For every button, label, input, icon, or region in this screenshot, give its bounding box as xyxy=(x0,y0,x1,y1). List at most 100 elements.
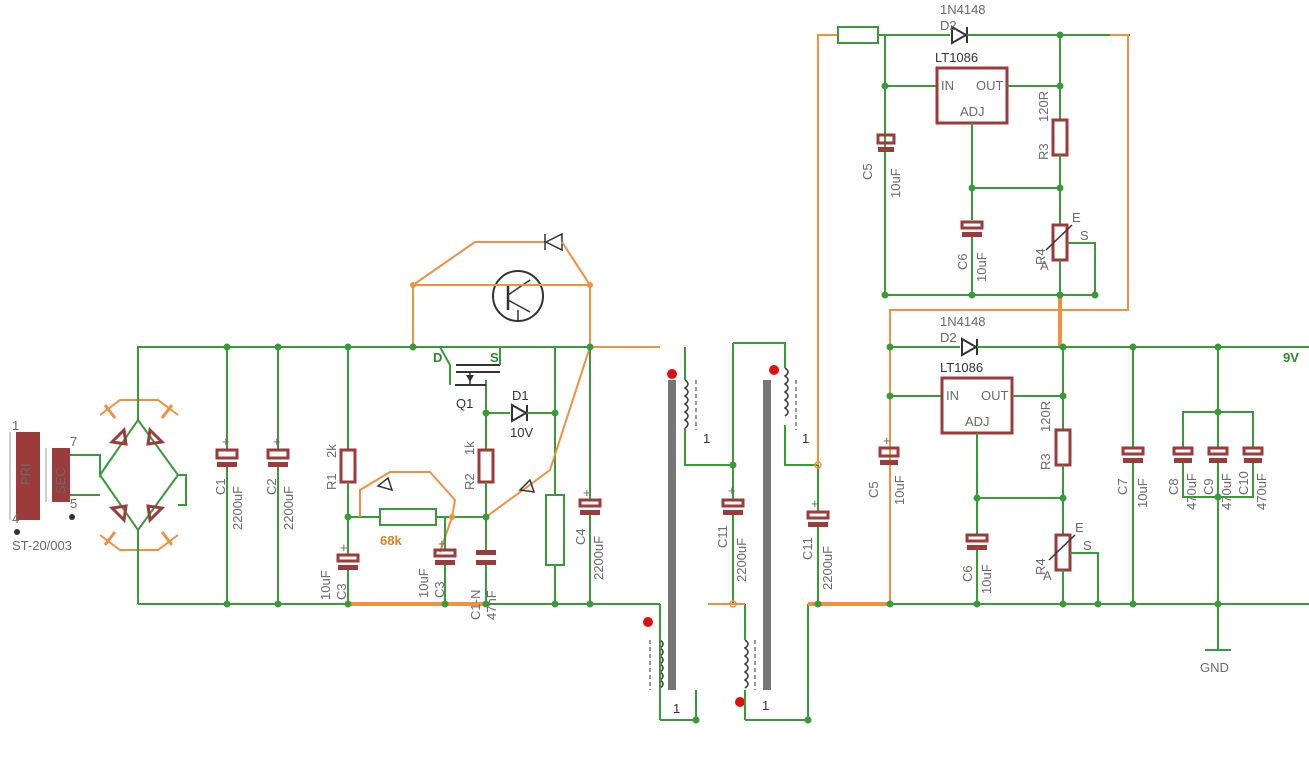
transformer-sec-label: SEC xyxy=(53,467,68,494)
c5top-name: C5 xyxy=(860,163,875,180)
c2-name: C2 xyxy=(264,478,279,495)
c11a-value: 2200uF xyxy=(734,538,749,582)
svg-text:+: + xyxy=(728,483,736,498)
reg-top-adj: ADJ xyxy=(960,104,985,119)
r3bot-value: 120R xyxy=(1038,401,1053,432)
c3a-value: 10uF xyxy=(318,570,333,600)
coil-pin-1a: 1 xyxy=(703,431,710,446)
capacitor-c2: + C2 2200uF xyxy=(264,347,296,604)
c1n-name: C1-N xyxy=(468,590,483,620)
r2-name: R2 xyxy=(462,473,477,490)
transformer-pin-7: 7 xyxy=(70,434,77,449)
c9-value: 470uF xyxy=(1219,473,1234,510)
r4bot-e: E xyxy=(1075,520,1084,535)
ground-symbol: GND xyxy=(1200,640,1231,675)
c4-name: C4 xyxy=(573,528,588,545)
coil-pin-1c: 1 xyxy=(802,431,809,446)
d2bot-value: 1N4148 xyxy=(940,314,986,329)
r4bot-s: S xyxy=(1083,538,1092,553)
d1-value: 10V xyxy=(510,425,533,440)
r3bot-name: R3 xyxy=(1038,453,1053,470)
c6top-name: C6 xyxy=(955,253,970,270)
svg-text:+: + xyxy=(583,485,591,500)
r2-value: 1k xyxy=(462,441,477,455)
reg-top-in: IN xyxy=(941,78,954,93)
capacitor-c3-right: + 10uF C3 xyxy=(416,517,457,604)
c5bot-name: C5 xyxy=(866,481,881,498)
gnd-label: GND xyxy=(1200,660,1229,675)
transformer-pin-4: 4 xyxy=(12,511,19,526)
svg-text:+: + xyxy=(883,433,891,448)
c7-name: C7 xyxy=(1115,478,1130,495)
capacitor-c11-right: + C11 2200uF xyxy=(800,465,835,604)
c2-value: 2200uF xyxy=(281,486,296,530)
q1-name: Q1 xyxy=(456,396,473,411)
c3b-value: 10uF xyxy=(416,568,431,598)
c9-name: C9 xyxy=(1201,478,1216,495)
output-voltage-label: 9V xyxy=(1283,350,1299,365)
c3b-name: C3 xyxy=(432,581,447,598)
regulator-bottom-block: 1N4148 D2 IN OUT ADJ LT1086 + C5 10uF R3… xyxy=(866,309,1309,605)
c4-value: 2200uF xyxy=(591,536,606,580)
r68k-value: 68k xyxy=(380,533,402,548)
c6top-value: 10uF xyxy=(974,252,989,282)
capacitor-bank-c8-c10: C8 470uF C9 470uF C10 470uF xyxy=(1166,347,1269,640)
d2top-name: D2 xyxy=(940,18,957,33)
coil-pin-1b: 1 xyxy=(673,701,680,716)
svg-text:+: + xyxy=(222,434,230,449)
c6bot-value: 10uF xyxy=(979,564,994,594)
c10-name: C10 xyxy=(1236,471,1251,495)
transformer-name: ST-20/003 xyxy=(12,538,72,553)
capacitor-c1-n: C1-N 47nF xyxy=(468,550,499,620)
c8-name: C8 xyxy=(1166,478,1181,495)
resistor-r1: R1 2k xyxy=(324,347,357,555)
mosfet-q1: D S Q1 xyxy=(413,346,555,411)
c3a-name: C3 xyxy=(334,583,349,600)
c6bot-name: C6 xyxy=(960,565,975,582)
resistor-green-vertical xyxy=(545,494,565,604)
r1-name: R1 xyxy=(324,473,339,490)
c5top-value: 10uF xyxy=(888,168,903,198)
zener-d1: D1 10V xyxy=(486,347,556,495)
c1-name: C1 xyxy=(213,478,228,495)
junction-nodes xyxy=(223,31,1222,724)
bjt-transistor xyxy=(410,232,593,518)
svg-text:+: + xyxy=(811,496,819,511)
c1-value: 2200uF xyxy=(230,486,245,530)
reg-bot-out: OUT xyxy=(981,388,1009,403)
capacitor-c11-left: + C11 2200uF xyxy=(715,343,749,608)
r4bot-a: A xyxy=(1043,568,1052,583)
d2top-value: 1N4148 xyxy=(940,2,986,17)
reg-top-name: LT1086 xyxy=(935,50,978,65)
svg-text:+: + xyxy=(340,540,348,555)
transformer-pin-1: 1 xyxy=(12,418,19,433)
transformer-pri-label: PRI xyxy=(18,463,33,485)
c10-value: 470uF xyxy=(1254,473,1269,510)
resistor-r2: R2 1k xyxy=(462,380,495,550)
transformer-pin-5: 5 xyxy=(70,496,77,511)
q1-source-label: S xyxy=(490,350,499,365)
regulator-top-block: 1N4148 D2 IN OUT ADJ LT1086 C5 10uF R3 1… xyxy=(837,2,1130,347)
c11b-name: C11 xyxy=(800,537,815,560)
inductor-coupled-1: 1 1 xyxy=(643,347,733,721)
coil-pin-1d: 1 xyxy=(762,698,769,713)
r3top-value: 120R xyxy=(1036,91,1051,122)
svg-text:+: + xyxy=(273,434,281,449)
r4bot-name: R4 xyxy=(1033,558,1048,575)
d2bot-name: D2 xyxy=(940,330,957,345)
reg-bot-name: LT1086 xyxy=(940,360,983,375)
reg-top-out: OUT xyxy=(976,78,1004,93)
bridge-rectifier xyxy=(90,346,187,604)
c11a-name: C11 xyxy=(715,525,730,548)
q1-drain-label: D xyxy=(433,350,442,365)
svg-text:+: + xyxy=(438,536,446,551)
r3top-name: R3 xyxy=(1036,143,1051,160)
transformer: 1 4 7 5 PRI SEC ST-20/003 xyxy=(9,418,90,553)
capacitor-c4: + C4 2200uF xyxy=(573,347,606,604)
inductor-coupled-2: 1 1 xyxy=(733,342,818,721)
capacitor-c1: + C1 2200uF xyxy=(213,347,245,604)
reg-bot-in: IN xyxy=(946,388,959,403)
capacitor-c7: C7 10uF xyxy=(1115,347,1150,604)
c8-value: 470uF xyxy=(1184,473,1199,510)
